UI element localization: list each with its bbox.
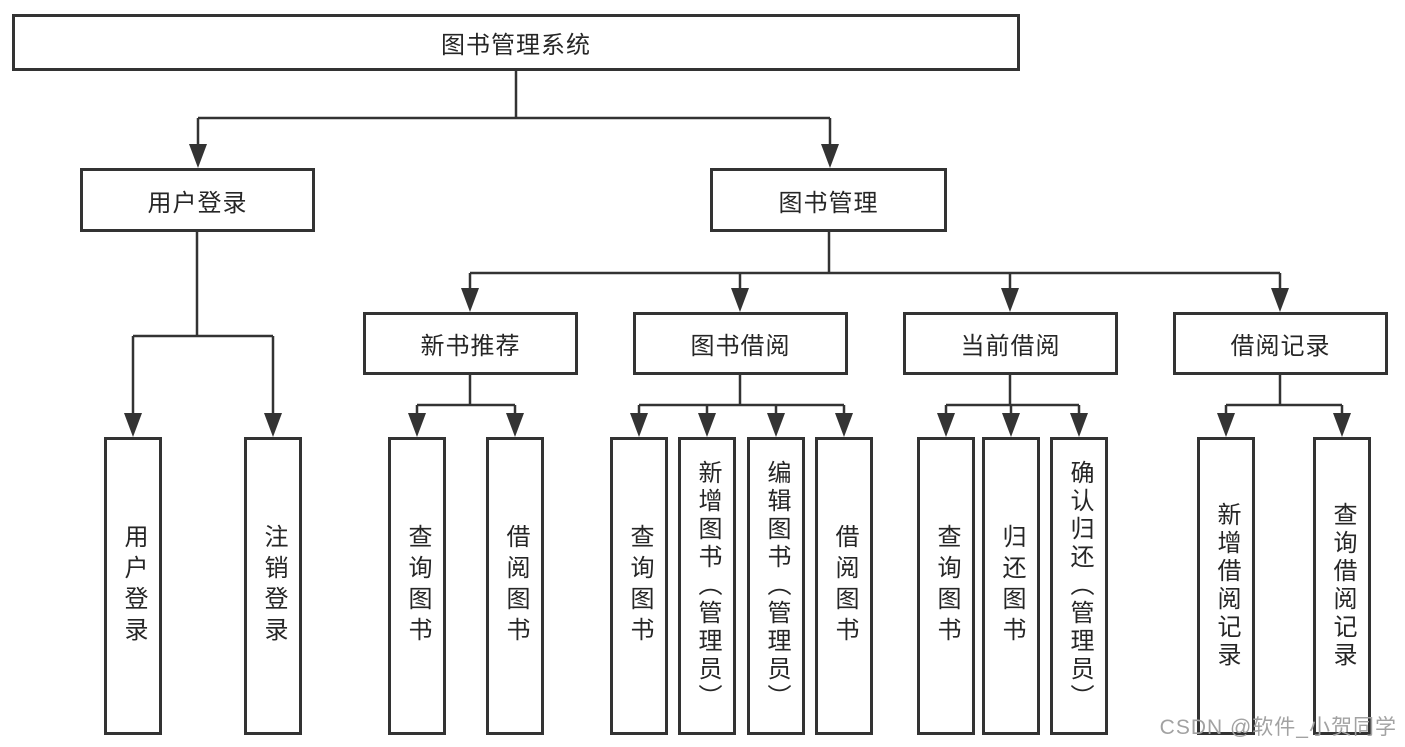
node-label: 图书借阅 bbox=[690, 333, 791, 360]
node-library-management-system: 图书管理系统 bbox=[12, 14, 1020, 71]
leaf-query-books-3: 查询图书 bbox=[917, 437, 975, 735]
node-label: 借阅图书 bbox=[831, 524, 858, 648]
node-label: 注销登录 bbox=[260, 524, 287, 648]
node-label: 新书推荐 bbox=[420, 333, 521, 360]
node-label: 查询图书 bbox=[626, 524, 653, 648]
node-label: 查询图书 bbox=[404, 524, 431, 648]
leaf-confirm-return-admin: 确认归还（管理员） bbox=[1050, 437, 1108, 735]
node-new-book-recommendation: 新书推荐 bbox=[363, 312, 578, 375]
leaf-user-login: 用户登录 bbox=[104, 437, 162, 735]
node-label: 图书管理系统 bbox=[441, 32, 591, 59]
node-label: 新增借阅记录 bbox=[1213, 502, 1240, 670]
leaf-add-book-admin: 新增图书（管理员） bbox=[678, 437, 736, 735]
arrowheads bbox=[124, 144, 1351, 437]
node-label: 新增图书（管理员） bbox=[694, 460, 721, 712]
node-book-borrowing: 图书借阅 bbox=[633, 312, 848, 375]
node-label: 用户登录 bbox=[120, 524, 147, 648]
node-label: 查询图书 bbox=[933, 524, 960, 648]
node-label: 图书管理 bbox=[778, 189, 879, 217]
node-label: 用户登录 bbox=[147, 189, 248, 217]
node-label: 确认归还（管理员） bbox=[1066, 460, 1093, 712]
leaf-query-borrow-record: 查询借阅记录 bbox=[1313, 437, 1371, 735]
leaf-query-books-2: 查询图书 bbox=[610, 437, 668, 735]
node-current-borrowing: 当前借阅 bbox=[903, 312, 1118, 375]
node-label: 当前借阅 bbox=[960, 333, 1061, 360]
leaf-edit-book-admin: 编辑图书（管理员） bbox=[747, 437, 805, 735]
node-label: 借阅记录 bbox=[1230, 333, 1331, 360]
node-user-login: 用户登录 bbox=[80, 168, 315, 232]
node-book-management: 图书管理 bbox=[710, 168, 947, 232]
leaf-borrow-books-2: 借阅图书 bbox=[815, 437, 873, 735]
leaf-logout-login: 注销登录 bbox=[244, 437, 302, 735]
leaf-borrow-books: 借阅图书 bbox=[486, 437, 544, 735]
watermark: CSDN @软件_小贺同学 bbox=[1159, 716, 1397, 739]
leaf-query-books: 查询图书 bbox=[388, 437, 446, 735]
leaf-add-borrow-record: 新增借阅记录 bbox=[1197, 437, 1255, 735]
node-label: 借阅图书 bbox=[502, 524, 529, 648]
node-borrowing-records: 借阅记录 bbox=[1173, 312, 1388, 375]
node-label: 查询借阅记录 bbox=[1329, 502, 1356, 670]
node-label: 归还图书 bbox=[998, 524, 1025, 648]
node-label: 编辑图书（管理员） bbox=[763, 460, 790, 712]
leaf-return-book: 归还图书 bbox=[982, 437, 1040, 735]
